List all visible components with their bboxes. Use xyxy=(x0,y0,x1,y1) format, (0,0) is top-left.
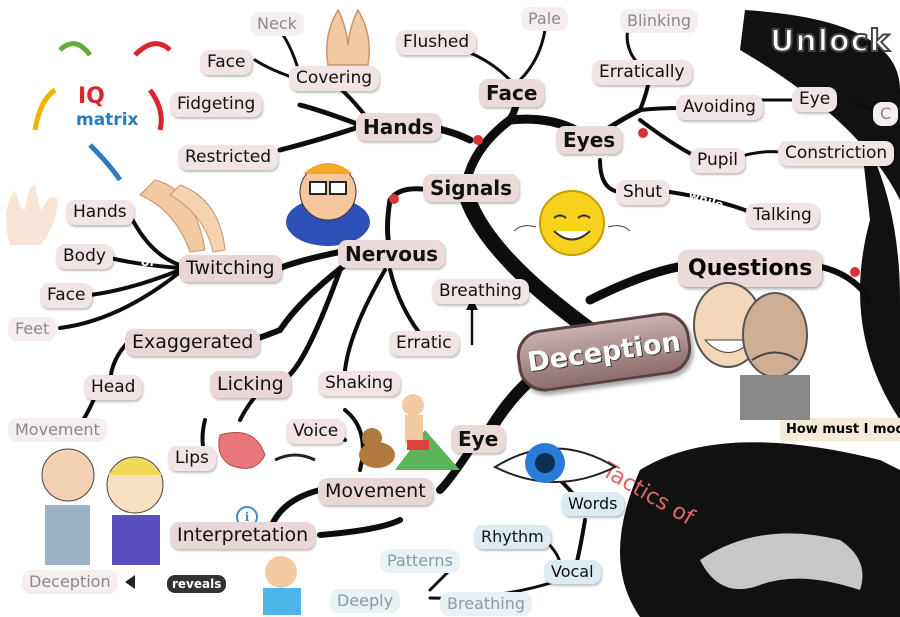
node-deception-small: Deception xyxy=(22,570,118,594)
logo-iq-text: IQ xyxy=(78,84,105,109)
node-talking: Talking xyxy=(746,203,819,228)
node-body: Body xyxy=(56,244,113,269)
node-voice: Voice xyxy=(286,419,346,444)
node-feet: Feet xyxy=(8,317,57,341)
node-face-left: Face xyxy=(40,283,93,308)
node-shut: Shut xyxy=(616,180,670,205)
connector-are: are xyxy=(308,122,331,136)
dark-arc-right xyxy=(860,130,900,420)
nervous-man-icon xyxy=(286,163,370,246)
node-deeply: Deeply xyxy=(330,589,401,613)
website-label: IQmatrix.com xyxy=(719,452,849,474)
connector-of-lips: of xyxy=(180,400,194,414)
node-nervous: Nervous xyxy=(338,240,446,268)
node-face-small: Face xyxy=(200,50,253,75)
node-movement-left: Movement xyxy=(8,418,107,442)
node-erratically: Erratically xyxy=(592,60,692,85)
node-flushed: Flushed xyxy=(396,30,477,55)
central-label: Deception xyxy=(525,325,683,379)
node-c-fragment: C xyxy=(873,102,899,126)
node-pupil: Pupil xyxy=(690,148,745,173)
node-hands: Hands xyxy=(356,113,441,141)
node-movement-mid: Movement xyxy=(318,478,433,505)
palm-icon xyxy=(6,185,58,245)
node-twitching: Twitching xyxy=(179,255,282,282)
node-pale: Pale xyxy=(521,7,569,31)
node-lips: Lips xyxy=(168,446,216,471)
connector-reveals: reveals xyxy=(167,575,227,593)
eye-icon xyxy=(492,443,618,483)
connector-is: is xyxy=(512,45,524,59)
node-breathing: Breathing xyxy=(432,279,529,304)
node-rhythm: Rhythm xyxy=(474,525,551,549)
node-vocal: Vocal xyxy=(544,560,601,584)
smiley-sun-icon xyxy=(513,190,631,256)
clapping-hands-icon xyxy=(139,179,226,253)
node-constriction: Constriction xyxy=(778,141,895,166)
node-eyes: Eyes xyxy=(556,126,623,154)
iq-matrix-logo: IQ matrix xyxy=(30,30,180,190)
dark-arc-top xyxy=(740,10,900,200)
logo-matrix-text: matrix xyxy=(76,110,139,130)
node-exaggerated: Exaggerated xyxy=(125,329,261,356)
connector-of-left: of xyxy=(141,255,155,269)
node-head: Head xyxy=(84,375,143,400)
node-neck: Neck xyxy=(250,12,304,36)
connector-ask: ask xyxy=(610,263,634,277)
two-men-icon xyxy=(41,448,164,565)
masks-icon xyxy=(693,282,810,420)
node-avoiding: Avoiding xyxy=(676,95,763,120)
node-fidgeting: Fidgeting xyxy=(170,92,263,117)
node-words: Words xyxy=(561,492,625,516)
relaxing-man-icon xyxy=(395,394,460,470)
title-fragment: Unlock xyxy=(769,23,891,60)
node-eye-mid: Eye xyxy=(451,425,506,453)
node-blinking: Blinking xyxy=(620,9,699,33)
node-restricted: Restricted xyxy=(178,145,279,170)
node-patterns: Patterns xyxy=(380,549,460,573)
small-man-icon xyxy=(263,556,301,615)
node-interpretation: Interpretation xyxy=(170,522,316,549)
tongue-lips-icon xyxy=(218,432,316,469)
node-questions: Questions xyxy=(678,250,823,287)
node-face: Face xyxy=(479,79,545,107)
node-signals: Signals xyxy=(423,174,520,202)
node-eye-small: Eye xyxy=(792,87,838,112)
node-covering: Covering xyxy=(289,66,380,91)
hands-icon xyxy=(326,8,370,66)
node-licking: Licking xyxy=(210,371,291,398)
node-shaking: Shaking xyxy=(318,371,401,396)
dog-icon xyxy=(359,428,395,468)
banner-fragment: How must I mod xyxy=(780,418,900,441)
node-breathing-bottom: Breathing xyxy=(440,592,533,616)
node-hands-small: Hands xyxy=(66,200,134,225)
node-erratic: Erratic xyxy=(389,331,459,356)
